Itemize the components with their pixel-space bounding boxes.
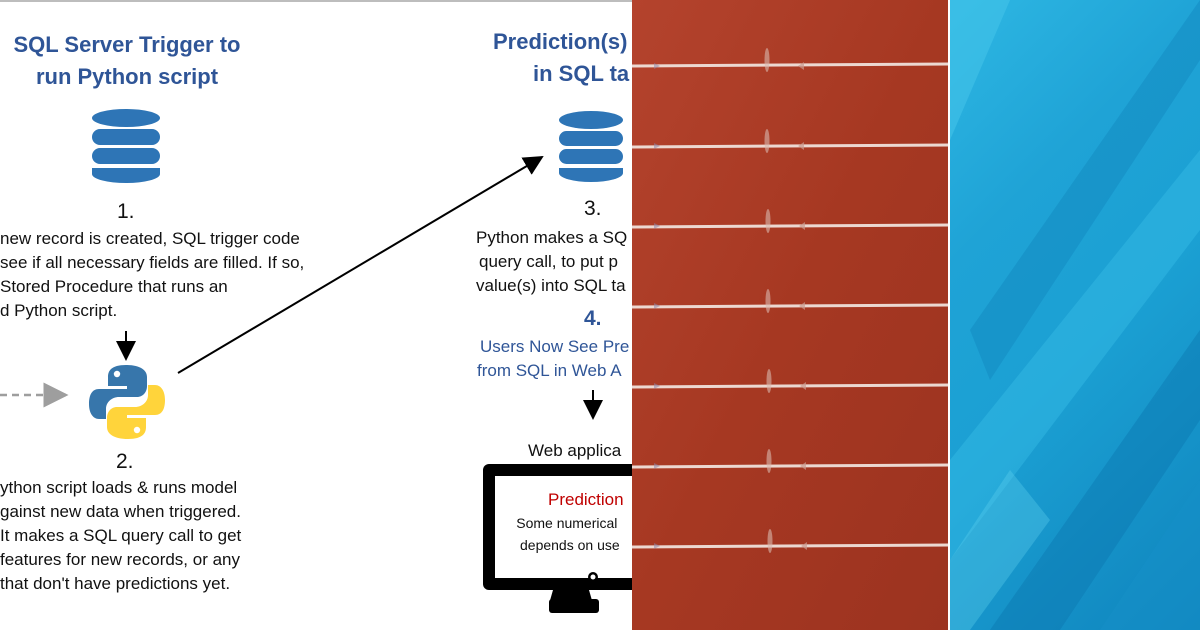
step1-line: new record is created, SQL trigger code [0, 229, 300, 248]
step3-title-line-1: Prediction(s) [493, 29, 628, 54]
step3-description: Python makes a SQ query call, to put p v… [476, 226, 627, 298]
step4-line: from SQL in Web A [477, 361, 622, 380]
step1-title-line: run Python script [35, 64, 219, 89]
step2-line: gainst new data when triggered. [0, 502, 241, 521]
step4-line: Users Now See Pre [480, 337, 630, 356]
prediction-sub-line: depends on use [520, 537, 620, 553]
monitor-icon [483, 464, 632, 613]
step2-number: 2. [116, 450, 134, 473]
step3-line: value(s) into SQL ta [476, 276, 626, 295]
prediction-label: Prediction [548, 490, 624, 509]
step1-line: see if all necessary fields are filled. … [0, 253, 305, 272]
prediction-sub-line: Some numerical [516, 515, 618, 531]
track-lanes [632, 0, 950, 630]
step4-description: Users Now See Pre from SQL in Web A [477, 335, 630, 383]
step3-line: Python makes a SQ [476, 228, 628, 247]
step1-title: SQL Server Trigger to run Python script [12, 29, 242, 93]
abstract-blue-photo [950, 0, 1200, 630]
top-border [0, 0, 632, 2]
step3-line: query call, to put p [479, 252, 618, 271]
step3-title-line-2: in SQL ta [533, 61, 630, 86]
step1-line: d Python script. [0, 301, 118, 320]
python-logo-icon [89, 365, 165, 439]
step1-title-line: SQL Server Trigger to [13, 32, 241, 57]
step2-line: that don't have predictions yet. [0, 574, 231, 593]
prediction-subtext: Some numerical depends on use [514, 512, 620, 556]
step1-description: new record is created, SQL trigger code … [0, 227, 304, 323]
step2-line: ython script loads & runs model [0, 478, 238, 497]
step4-number: 4. [584, 307, 602, 330]
track-photo [632, 0, 950, 630]
database-icon [92, 109, 160, 183]
step2-line: features for new records, or any [0, 550, 241, 569]
step1-number: 1. [117, 200, 135, 223]
connectors [0, 155, 603, 420]
arrow-2-to-3 [177, 155, 544, 374]
step1-line: Stored Procedure that runs an [0, 277, 228, 296]
diagram-panel: SQL Server Trigger to run Python script … [0, 0, 632, 613]
web-app-label: Web applica [528, 441, 622, 460]
step3-number: 3. [584, 197, 602, 220]
blue-stripes [950, 0, 1200, 630]
step2-description: ython script loads & runs model gainst n… [0, 476, 241, 596]
database-icon [559, 111, 623, 182]
step2-line: It makes a SQL query call to get [0, 526, 242, 545]
